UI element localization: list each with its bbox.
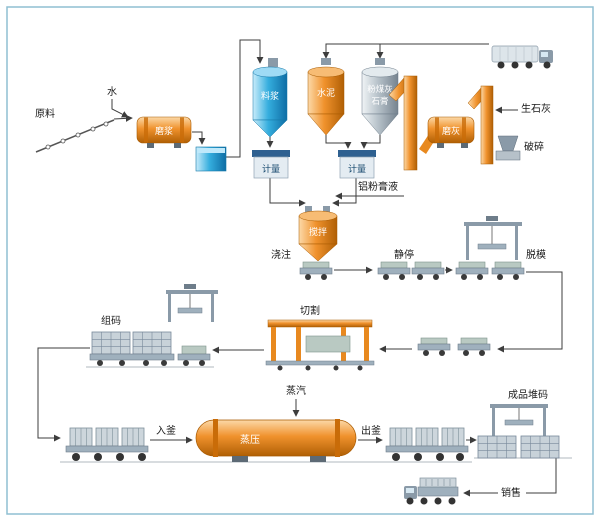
precuring-station: 静停 [377, 248, 445, 281]
flyash-silo-label-line1: 粉煤灰 [367, 84, 393, 95]
cured-block-load [441, 427, 465, 447]
steam-label: 蒸汽 [286, 384, 306, 397]
demolding-station: 脱模 [455, 216, 546, 281]
pipe-mill-to-tank [192, 131, 206, 145]
metering-box-a: 计量 [252, 150, 290, 179]
metering-b-label: 计量 [348, 163, 366, 175]
crushing-label: 破碎 [524, 140, 544, 153]
flow-stacking-to-sales [526, 458, 557, 494]
slurry-water-tank [195, 146, 227, 172]
pipe-metering-b-to-mixer [332, 178, 357, 207]
cutting-machine: 切割 [265, 304, 375, 371]
cutting-label: 切割 [300, 304, 320, 317]
demolding-label: 脱模 [526, 248, 546, 261]
metering-box-b: 计量 [338, 150, 376, 179]
quicklime-label: 生石灰 [521, 102, 551, 115]
kettle-out-label: 出釜 [361, 424, 381, 437]
sales-truck [404, 477, 459, 505]
pipe-truck-to-cement-silo [322, 43, 489, 59]
product-stack [520, 435, 560, 459]
block-stack [132, 331, 172, 355]
mixing-label: 搅拌 [309, 226, 327, 238]
ash-mill-label: 磨灰 [442, 125, 460, 137]
cured-block-load [389, 427, 413, 447]
bucket-elevator-right [467, 85, 494, 165]
pipe-cement-to-metering [325, 135, 352, 149]
flow-grouping-to-train [37, 347, 90, 442]
autoclave: 蒸压 [195, 419, 357, 462]
aluminum-paste-label: 铝粉膏液 [358, 180, 398, 193]
metering-a-label: 计量 [262, 163, 280, 175]
slurry-mill-label: 磨浆 [155, 125, 173, 137]
block-stack [91, 331, 131, 355]
cement-silo-label: 水泥 [317, 87, 335, 99]
sales-label: 销售 [501, 486, 521, 499]
green-block-load [69, 427, 93, 447]
autoclave-train-right [385, 427, 469, 461]
slurry-tank: 料浆 [252, 58, 288, 138]
raw-material-conveyor: 原料 [35, 107, 115, 153]
pipe-water [111, 99, 129, 118]
pouring-label: 浇注 [271, 248, 291, 261]
slurry-mill: 磨浆 [136, 116, 192, 148]
pipe-metering-a-to-mixer [269, 178, 306, 207]
silo-top-valve [321, 58, 331, 65]
cured-block-load [415, 427, 439, 447]
grouping-station: 组码 [89, 284, 218, 366]
product-stacking-label: 成品堆码 [508, 389, 548, 401]
green-block-load [95, 427, 119, 447]
tank-motor [268, 58, 278, 67]
mixer: 搅拌 [298, 206, 338, 262]
crusher: 破碎 [495, 135, 544, 161]
ash-mill: 磨灰 [427, 116, 475, 148]
green-block-load [121, 427, 145, 447]
kettle-in-label: 入釜 [156, 424, 176, 437]
flow-connectors [37, 39, 563, 497]
autoclaving-label: 蒸压 [240, 434, 260, 446]
pipe-conveyor-to-mill [113, 114, 133, 122]
pipe-flyash-to-metering [360, 135, 381, 149]
precuring-label: 静停 [394, 248, 414, 261]
autoclave-train-left [65, 427, 149, 461]
pouring-station: 浇注 [271, 248, 333, 281]
product-stack [477, 435, 517, 459]
delivery-truck [491, 45, 553, 69]
product-stacking-station: 成品堆码 [477, 389, 560, 459]
flow-demold-to-transfer [497, 271, 563, 353]
flyash-silo-label-line2: 石膏 [371, 96, 388, 107]
raw-material-label: 原料 [35, 107, 55, 120]
pipe-tank-to-slurry-tank [226, 39, 264, 158]
cement-silo: 水泥 [307, 58, 345, 136]
grouping-label: 组码 [101, 314, 121, 327]
water-label: 水 [107, 86, 117, 98]
silo-top-valve [375, 58, 385, 65]
slurry-tank-label: 料浆 [261, 90, 279, 102]
